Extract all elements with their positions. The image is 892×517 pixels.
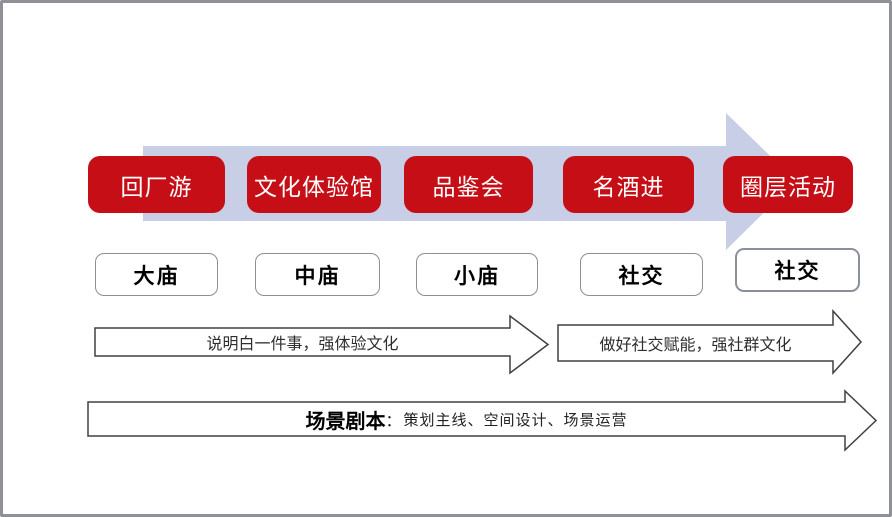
tier-label: 小庙: [454, 264, 500, 288]
stage-box-factory-tour: 回厂游: [88, 156, 225, 213]
stage-label: 回厂游: [120, 173, 193, 200]
tier-box-medium-temple: 中庙: [255, 253, 380, 296]
stage-label: 名酒进: [592, 173, 665, 200]
tier-box-social-2: 社交: [735, 248, 860, 292]
scenario-title: 场景剧本: [305, 410, 386, 433]
stage-box-famous-liquor: 名酒进: [563, 156, 694, 213]
tier-box-large-temple: 大庙: [95, 253, 218, 296]
stage-label: 圈层活动: [740, 173, 836, 200]
phase-arrow-2-caption: 做好社交赋能，强社群文化: [558, 325, 833, 361]
scenario-arrow-caption: 场景剧本：策划主线、空间设计、场景运营: [88, 402, 845, 436]
stage-box-culture-experience-hall: 文化体验馆: [247, 156, 381, 213]
scenario-detail: 策划主线、空间设计、场景运营: [403, 411, 628, 429]
tier-label: 大庙: [133, 264, 180, 288]
stage-label: 品鉴会: [432, 173, 505, 200]
tier-label: 中庙: [294, 264, 341, 288]
stage-label: 文化体验馆: [254, 173, 374, 200]
tier-label: 社交: [774, 260, 821, 283]
phase-caption-text: 说明白一件事，强体验文化: [206, 336, 399, 353]
tier-box-social-1: 社交: [580, 253, 703, 296]
stage-box-tasting-event: 品鉴会: [404, 156, 533, 213]
phase-arrow-1-caption: 说明白一件事，强体验文化: [95, 328, 510, 356]
tier-box-small-temple: 小庙: [416, 253, 538, 296]
phase-caption-text: 做好社交赋能，强社群文化: [599, 337, 792, 354]
tier-label: 社交: [618, 264, 665, 288]
scenario-separator: ：: [385, 413, 402, 430]
stage-box-circle-activities: 圈层活动: [723, 156, 853, 213]
